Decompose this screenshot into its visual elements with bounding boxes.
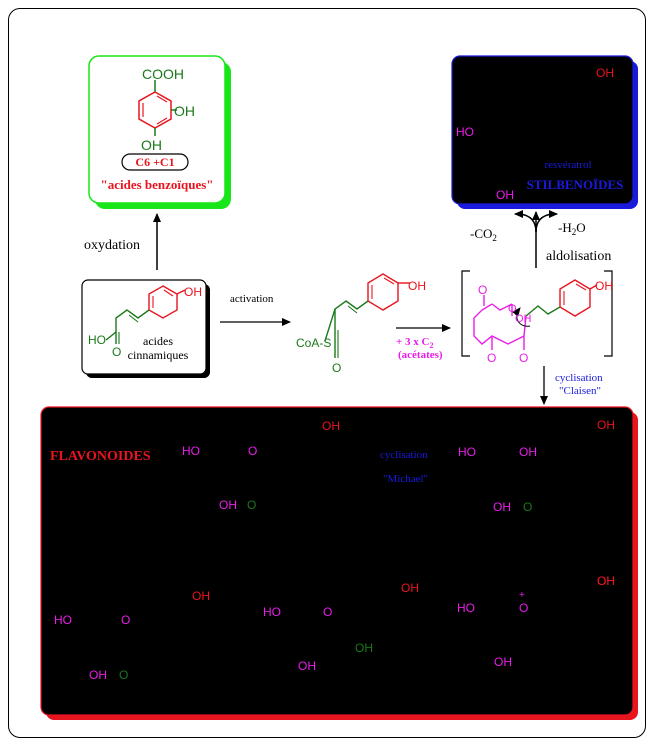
coa-o: O (332, 361, 341, 375)
cinnamic-o: O (112, 345, 121, 359)
polyketide-oh: OH (595, 279, 613, 293)
flavonoid-atom-label: O (248, 444, 257, 458)
flavonoid-atom-label: OH (597, 418, 615, 432)
claisen-label-2: "Claisen" (559, 385, 601, 397)
polyketide-o2: O (487, 351, 496, 365)
flavonoid-atom-label: OH (401, 581, 419, 595)
flavonoid-atom-label: OH (322, 419, 340, 433)
stilbene-oh-top: OH (596, 66, 614, 80)
flavonoid-atom-label: HO (458, 445, 476, 459)
cinnamic-label-2: cinnamiques (128, 348, 189, 362)
flavonoid-atom-label: O (323, 605, 332, 619)
claisen-label-1: cyclisation (555, 372, 603, 384)
oxidation-label: oxydation (84, 238, 140, 253)
flavonoid-atom-label: + (519, 590, 525, 601)
flavonoid-atom-label: O (519, 601, 528, 615)
cinnamic-box (81, 279, 207, 375)
flavonoids-title: FLAVONOIDES (50, 449, 151, 464)
left-bracket (461, 270, 470, 357)
activation-label: activation (230, 293, 274, 305)
aldolisation-arrow-h2o (535, 210, 558, 233)
stilbene-oh-bottom: OH (496, 188, 514, 202)
aldolisation-arrow-co2 (514, 210, 537, 268)
benzoic-cooh: COOH (142, 66, 184, 82)
cinnamic-label-1: acides (143, 334, 173, 348)
stilbene-ho-left: HO (456, 125, 474, 139)
flavonoid-atom-label: HO (54, 613, 72, 627)
flavonoid-atom-label: O (247, 498, 256, 512)
michael-label-1: cyclisation (380, 449, 428, 461)
c6c1-label: C6 +C1 (135, 155, 174, 169)
michael-label-2: "Michael" (383, 473, 428, 485)
flavonoid-atom-label: HO (457, 601, 475, 615)
flavonoid-atom-label: OH (219, 498, 237, 512)
benzoic-acids-label: "acides benzoïques" (100, 177, 213, 192)
right-bracket (604, 270, 613, 357)
flavonoid-atom-label: OH (597, 574, 615, 588)
flavonoid-atom-label: OH (355, 641, 373, 655)
stilbene-box (451, 55, 634, 205)
flavonoid-atom-label: HO (182, 444, 200, 458)
coa-oh: OH (408, 279, 426, 293)
c6c1-pill (121, 153, 189, 171)
flavonoid-atom-label: OH (494, 655, 512, 669)
flavonoid-atom-label: OH (192, 589, 210, 603)
h2o-label: -H2O (558, 220, 586, 237)
resveratrol-label: resvératrol (544, 159, 591, 171)
polyketide-o-acid: O (508, 303, 517, 315)
benzoic-acids-box: COOH OH OH C6 +C1 "acides benzoïques" (88, 55, 231, 209)
polyketide-o1: O (478, 283, 487, 297)
figure-frame (8, 8, 646, 738)
claisen-arrow-curve (511, 307, 531, 327)
stilbenoids-label: STILBENOÏDES (527, 177, 624, 192)
coumaroyl-coa: OH CoA-S O (296, 273, 426, 375)
cinnamic-acids-box: OH HO O acides cinnamiques (81, 279, 210, 378)
aldolisation-label: aldolisation (546, 249, 611, 264)
polyketide-oh-acid: OH (515, 313, 532, 325)
polyketide-intermediate: OH O O O OH O (461, 270, 613, 365)
acetates-line1: + 3 x C2 (396, 336, 433, 350)
benzoic-oh-para: OH (141, 137, 162, 153)
flavonoid-atom-label: OH (298, 659, 316, 673)
cinnamic-ho: HO (88, 333, 106, 347)
flavonoid-atom-label: OH (519, 445, 537, 459)
co2-label: -CO2 (470, 226, 497, 243)
flavonoid-atom-label: HO (263, 605, 281, 619)
flavonoid-atom-label: O (523, 500, 532, 514)
flavonoid-box (40, 406, 634, 716)
acetates-line2: (acétates) (398, 349, 443, 361)
benzoic-oh: OH (174, 103, 195, 119)
polyketide-o3: O (519, 351, 528, 365)
coa-s-label: CoA-S (296, 336, 331, 350)
flavonoid-atom-label: OH (597, 574, 615, 588)
flavonoid-atom-label: O (119, 668, 128, 682)
flavonoid-atom-label: O (121, 613, 130, 627)
stilbenoids-box: OH HO OH resvératrol STILBENOÏDES (451, 55, 638, 209)
flavonoid-atom-label: OH (493, 500, 511, 514)
flavonoid-atom-label: OH (89, 668, 107, 682)
cinnamic-oh: OH (184, 285, 202, 299)
